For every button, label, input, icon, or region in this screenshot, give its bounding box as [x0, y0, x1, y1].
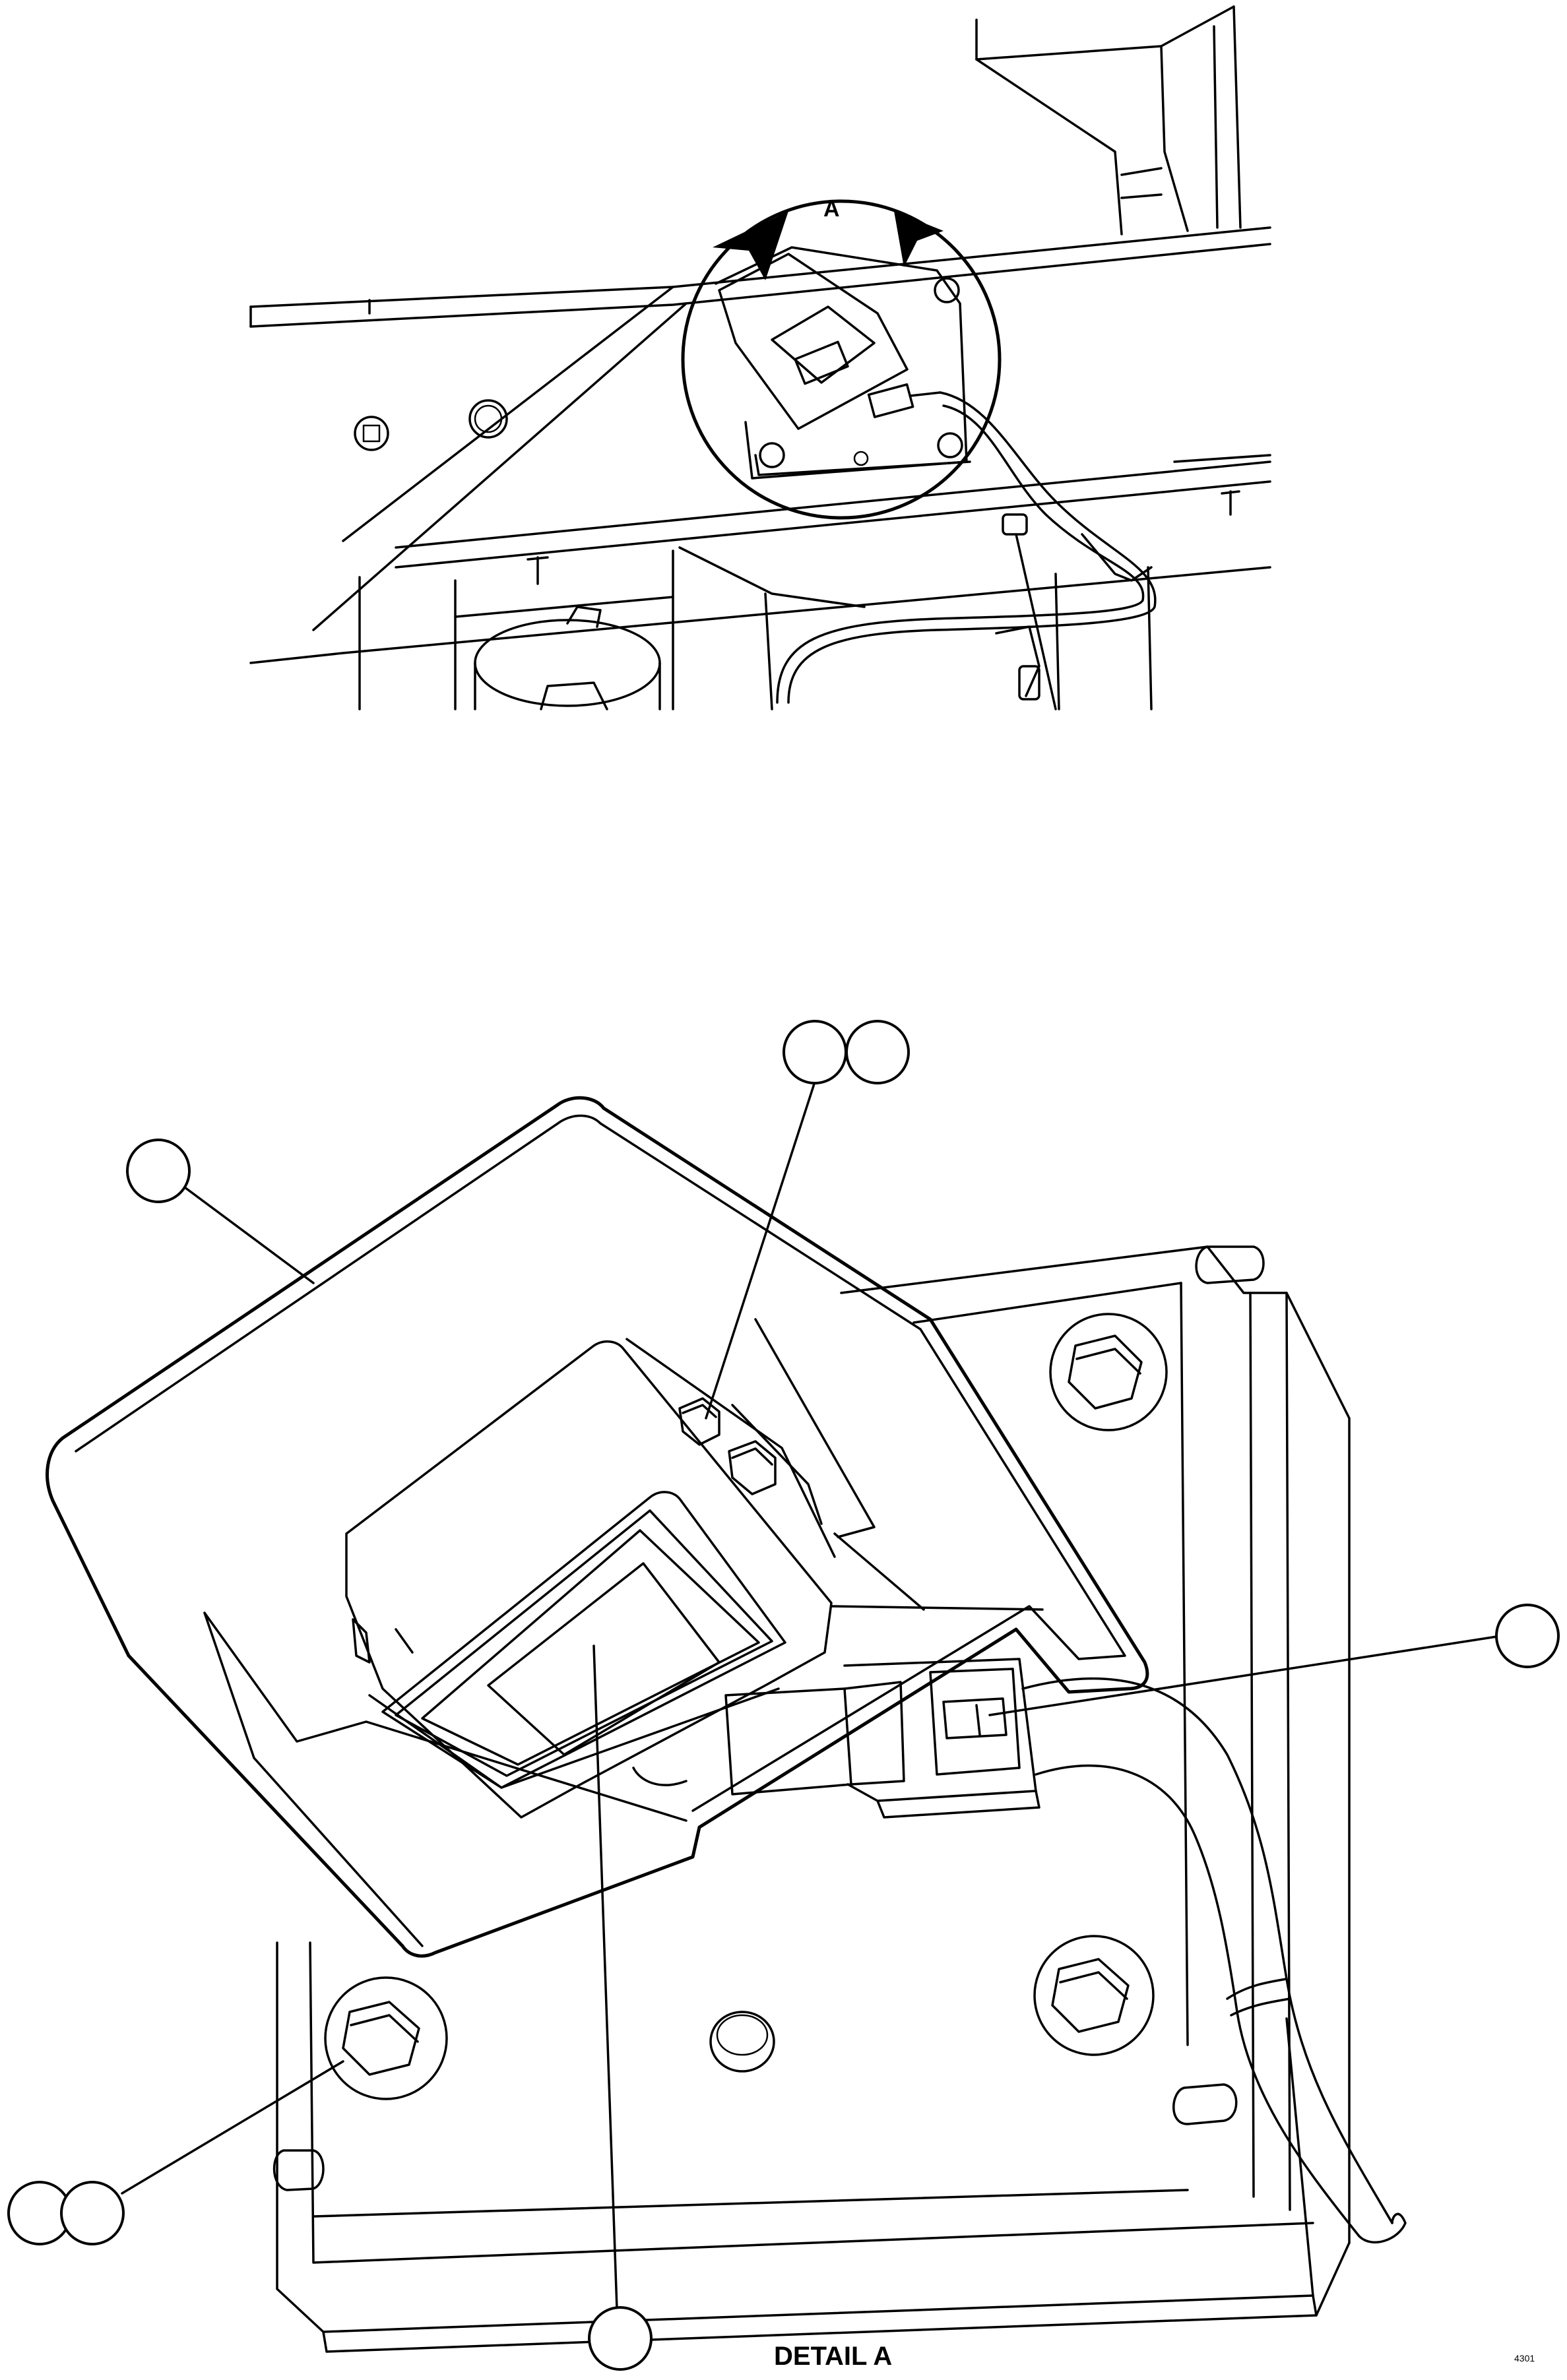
detail-a-drawing: DETAIL A 4301 [7, 1020, 1560, 2371]
bolt-bottom-right [1033, 1935, 1155, 2056]
detail-label: DETAIL A [774, 2342, 892, 2371]
camera-thumbnail [715, 246, 971, 480]
cable-connector [724, 1658, 1040, 1819]
tank-cap [474, 606, 661, 710]
lower-sensor [995, 513, 1057, 710]
overview-drawing: A [249, 5, 1271, 710]
bolt-top-right [1049, 1313, 1168, 1431]
leader-lens [592, 1644, 618, 2310]
lower-structure [358, 546, 1153, 710]
callout-bubble [588, 2306, 653, 2371]
callout-bubble [845, 1020, 910, 1084]
mounting-plate [276, 1245, 1351, 2353]
center-plug [709, 2011, 775, 2073]
upper-frame [975, 5, 1242, 235]
detail-a-callout-circle: A [681, 197, 1002, 520]
leader-bolt [121, 2060, 344, 2195]
callout-bubble [1495, 1604, 1560, 1668]
camera-hood [46, 1096, 1149, 1958]
camera-lens [381, 1491, 786, 1789]
callout-leaders [121, 1080, 1502, 2310]
callout-bubble [60, 2181, 125, 2245]
leader-connector [988, 1635, 1502, 1716]
leader-hood [183, 1186, 315, 1284]
camera-hose [776, 391, 1157, 704]
figure-code: 4301 [1514, 2353, 1535, 2364]
bolt-bottom-left [324, 1976, 448, 2100]
leader-nuts [705, 1080, 816, 1420]
callout-bubbles [7, 1020, 1560, 2371]
view-label: A [823, 197, 840, 222]
left-view-arrow-icon [713, 211, 788, 280]
plate-slots [272, 1245, 1265, 2191]
cable [632, 1677, 1407, 2243]
callout-bubble [126, 1139, 191, 1203]
chassis-beam [249, 226, 1271, 664]
camera-body [345, 1340, 833, 1819]
mounting-nuts [678, 1397, 777, 1495]
beam-fittings [354, 399, 1240, 585]
callout-bubble [783, 1020, 847, 1084]
right-view-arrow-icon [894, 211, 943, 267]
